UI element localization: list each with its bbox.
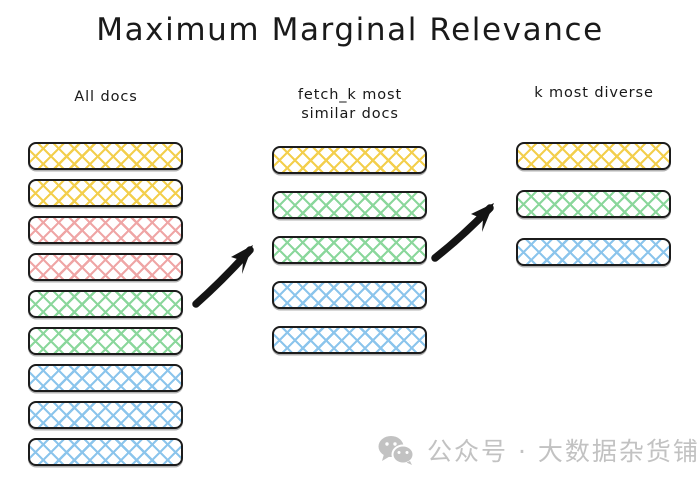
doc-bar xyxy=(516,142,671,170)
column-header-line: All docs xyxy=(74,89,138,105)
arrow-all-docs-to-fetch-k xyxy=(192,245,254,308)
doc-bar xyxy=(516,238,671,266)
doc-bar xyxy=(272,146,427,174)
column-header-fetch-k: fetch_k most similar docs xyxy=(271,86,429,124)
wechat-icon xyxy=(378,436,414,465)
doc-column-fetch-k xyxy=(272,146,427,371)
doc-bar xyxy=(28,401,183,429)
doc-bar xyxy=(272,236,427,264)
doc-bar xyxy=(272,326,427,354)
doc-column-k-diverse xyxy=(516,142,671,286)
doc-bar xyxy=(28,216,183,244)
doc-bar xyxy=(28,142,183,170)
column-header-line: fetch_k most xyxy=(297,87,403,103)
column-header-line: k most diverse xyxy=(534,85,654,101)
arrow-fetch-k-to-k-diverse xyxy=(431,203,494,262)
doc-bar xyxy=(28,438,183,466)
doc-bar xyxy=(272,191,427,219)
column-header-all-docs: All docs xyxy=(28,88,184,107)
doc-bar xyxy=(272,281,427,309)
doc-bar xyxy=(28,327,183,355)
doc-column-all-docs xyxy=(28,142,183,466)
column-header-line: similar docs xyxy=(301,106,399,122)
doc-bar xyxy=(28,364,183,392)
column-header-k-diverse: k most diverse xyxy=(514,84,674,103)
doc-bar xyxy=(28,290,183,318)
doc-bar xyxy=(28,179,183,207)
watermark-text: 公众号 · 大数据杂货铺 xyxy=(427,437,700,466)
page-title: Maximum Marginal Relevance xyxy=(96,12,604,48)
doc-bar xyxy=(28,253,183,281)
watermark: 公众号 · 大数据杂货铺 xyxy=(378,432,700,468)
doc-bar xyxy=(516,190,671,218)
